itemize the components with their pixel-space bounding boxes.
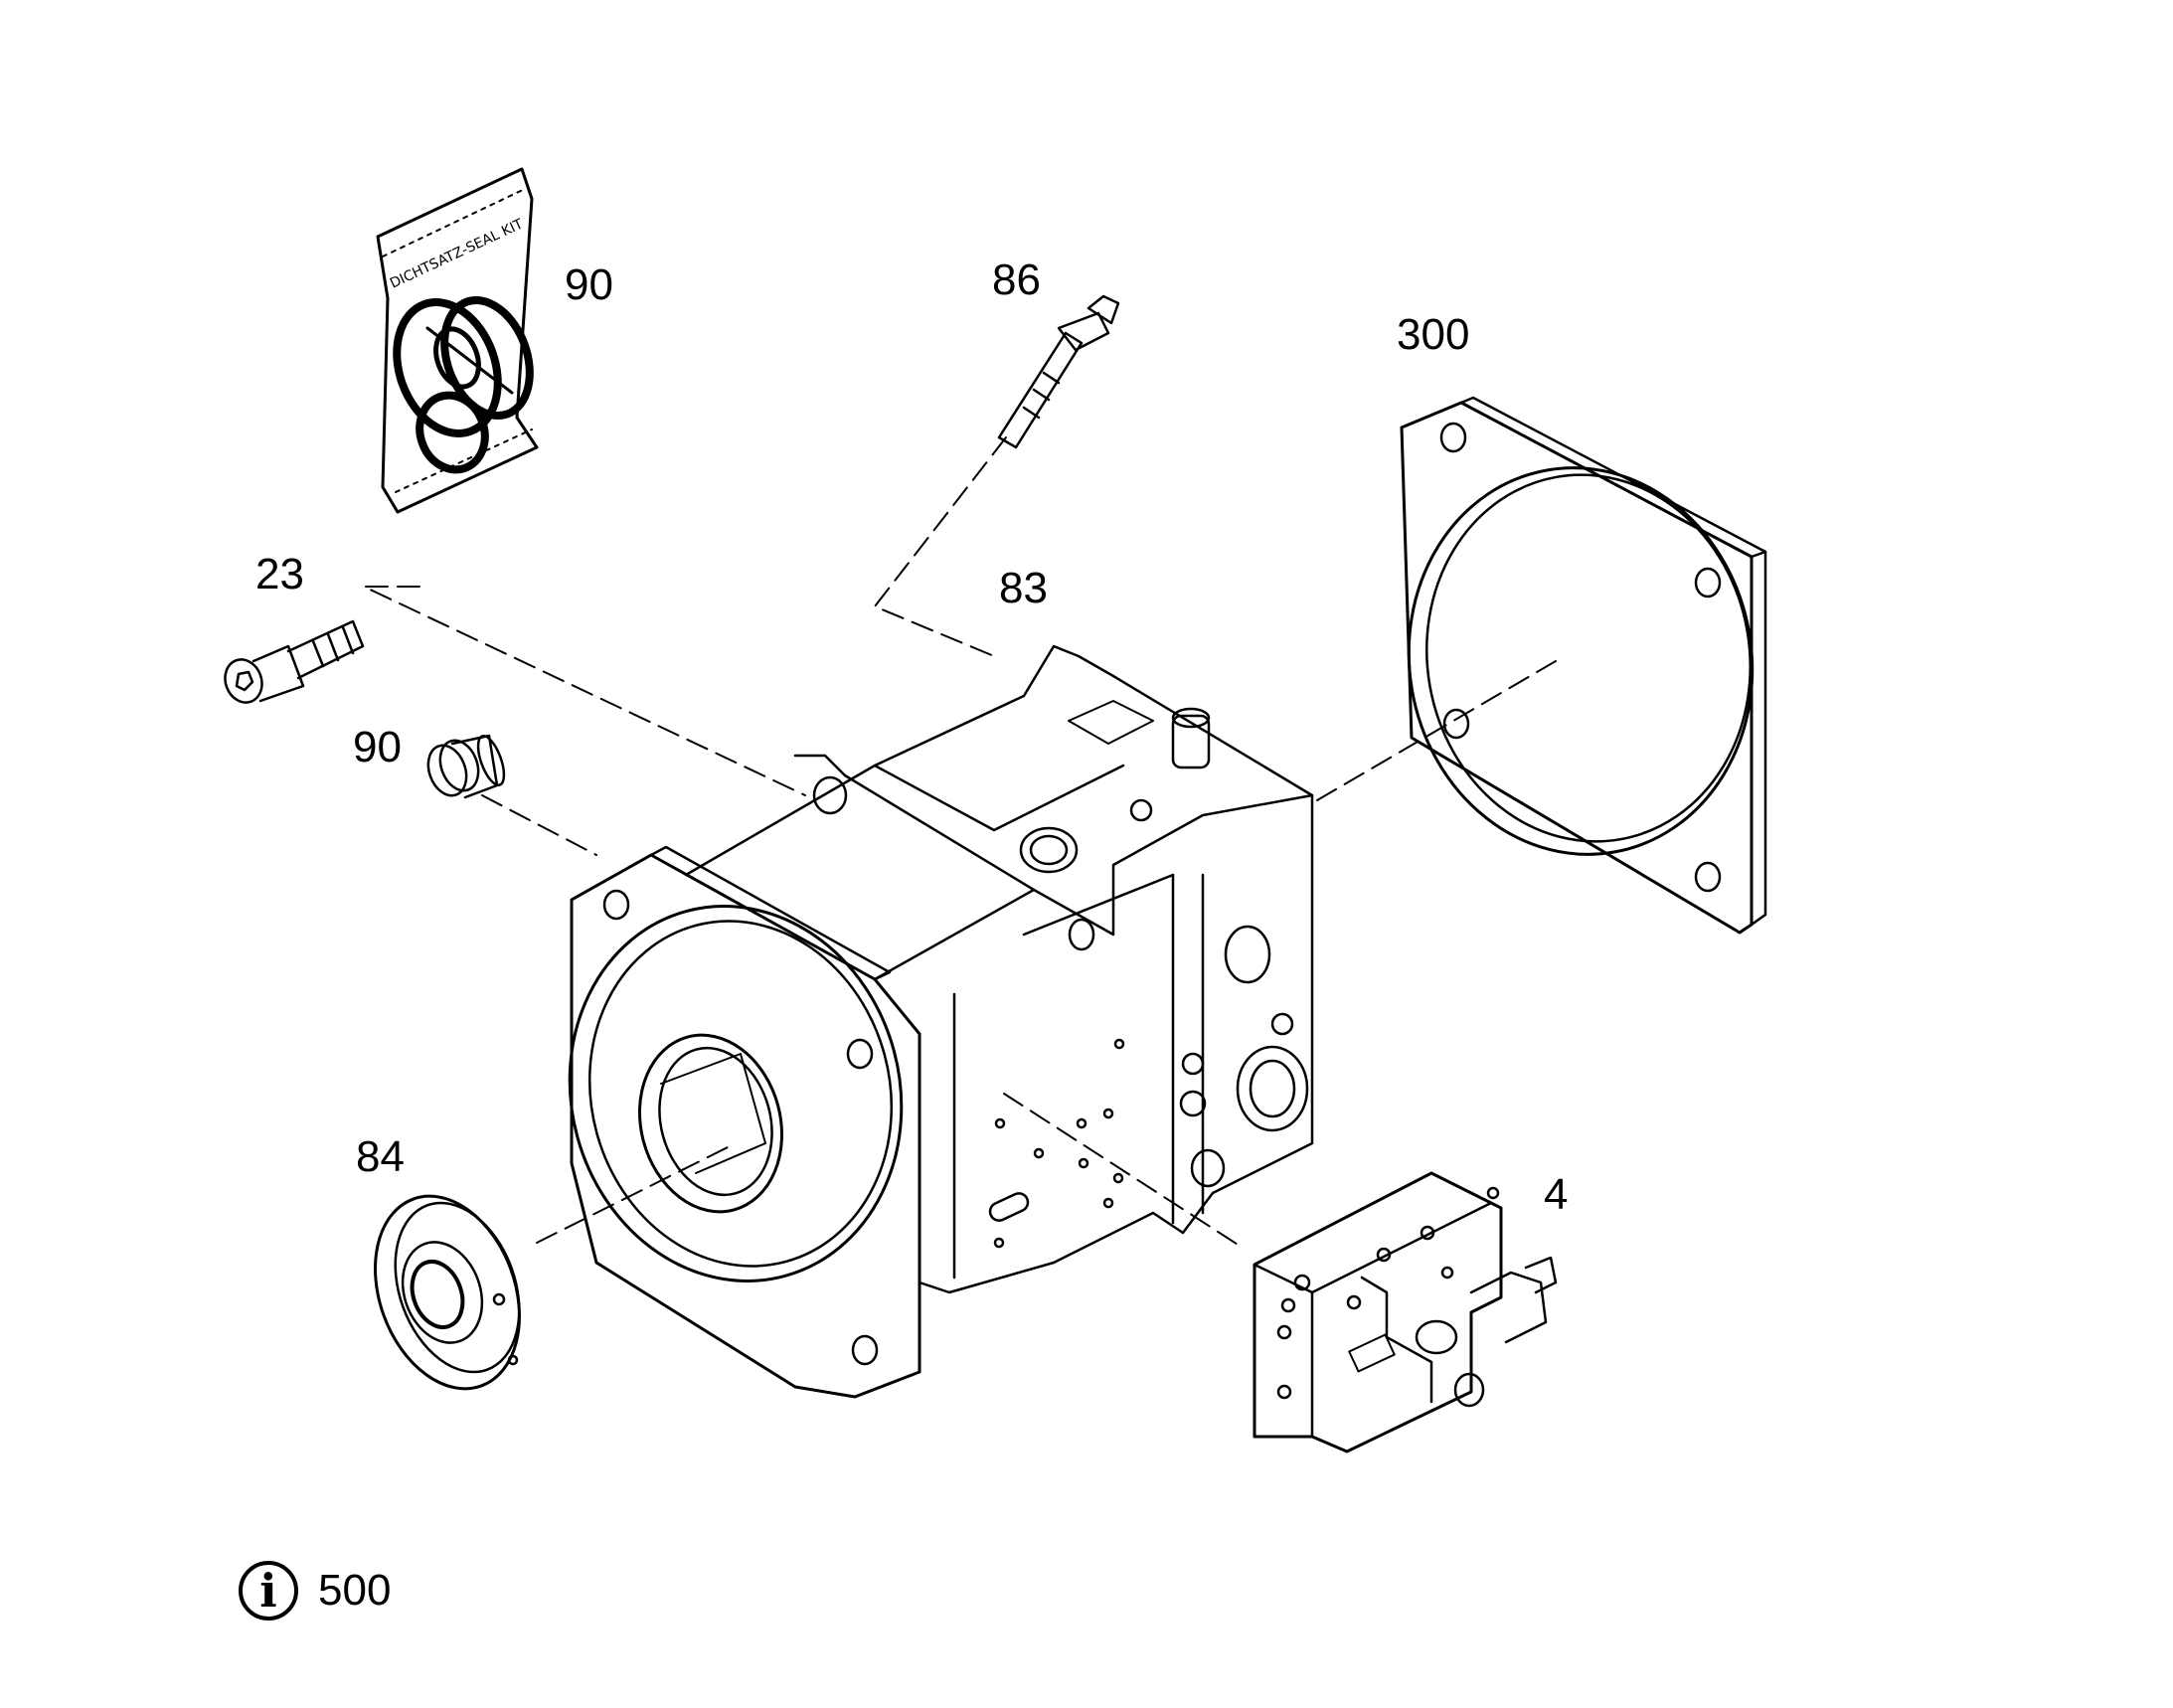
seal-kit-bag-text: DICHTSATZ-SEAL KIT xyxy=(388,216,526,291)
fitting-part xyxy=(997,294,1120,449)
shaft-seal xyxy=(374,1194,521,1391)
callout-screw: 23 xyxy=(255,550,304,598)
leader-screw xyxy=(363,586,806,796)
leader-lines xyxy=(363,436,1557,1249)
callout-plug: 90 xyxy=(353,723,402,771)
callout-flange-plate: 300 xyxy=(1397,310,1470,359)
control-valve xyxy=(1253,1171,1558,1453)
info-reference: 500 xyxy=(318,1566,392,1615)
leader-shaft-seal xyxy=(536,1142,737,1244)
callout-fitting: 86 xyxy=(992,256,1041,304)
leader-flange xyxy=(1316,660,1557,801)
callout-control-valve: 4 xyxy=(1544,1170,1569,1219)
leader-plug xyxy=(481,794,597,856)
plug-part xyxy=(426,734,506,799)
leader-fitting xyxy=(874,436,1007,657)
pump-body xyxy=(568,644,1314,1399)
leader-control-valve xyxy=(1003,1093,1244,1249)
flange-plate xyxy=(1400,396,1767,935)
info-icon[interactable]: i xyxy=(239,1561,298,1621)
callout-seal-kit: 90 xyxy=(565,260,613,309)
callout-shaft-seal: 84 xyxy=(356,1132,405,1181)
socket-head-screw xyxy=(224,619,365,704)
callout-pump-body: 83 xyxy=(999,564,1048,612)
seal-kit-bag: DICHTSATZ-SEAL KIT xyxy=(376,167,539,514)
